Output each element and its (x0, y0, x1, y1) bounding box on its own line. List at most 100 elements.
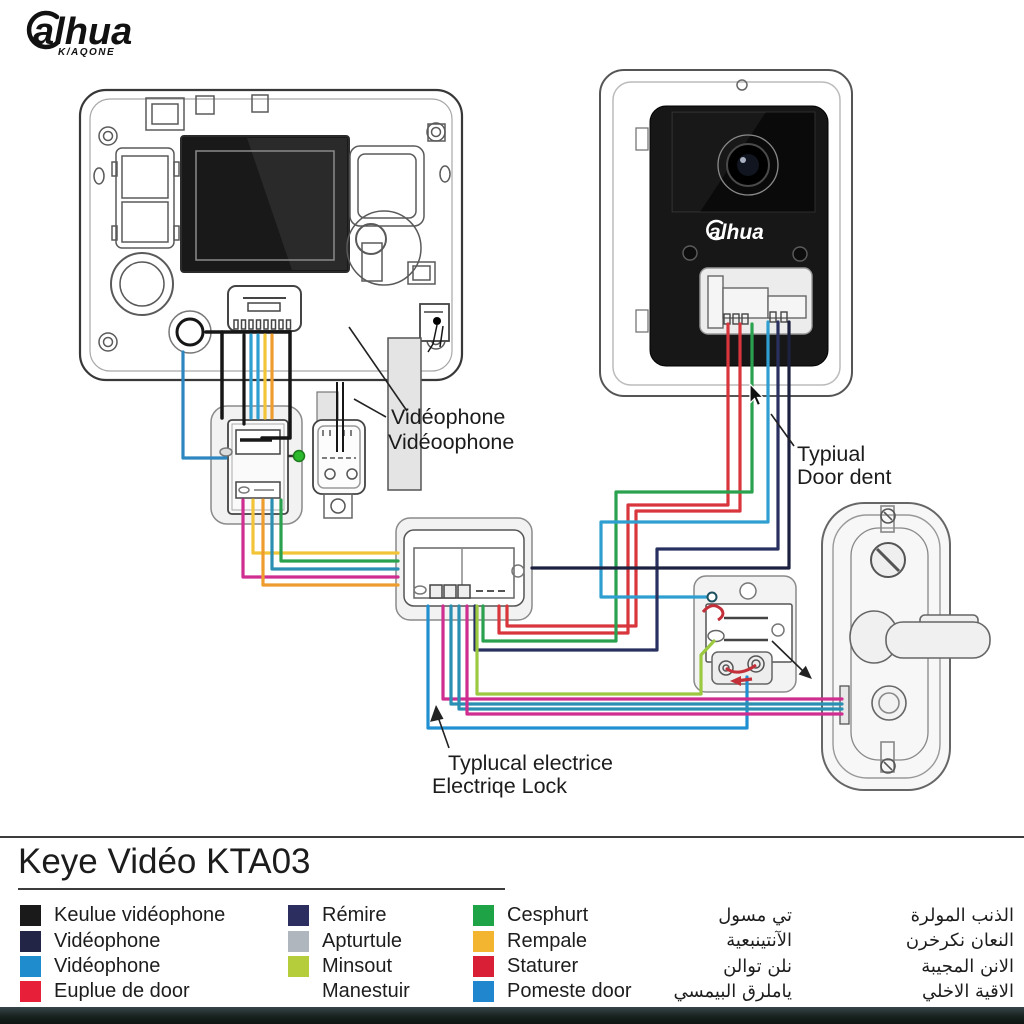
wire-magenta-lock-1 (441, 604, 844, 701)
wire-magenta-lock-2 (465, 604, 844, 716)
legend-swatch (288, 981, 309, 1002)
legend-swatch (20, 930, 41, 952)
red-loop (725, 663, 757, 674)
legend-item: Vidéophone (20, 954, 225, 979)
legend-swatch (288, 905, 309, 927)
monitor-device (78, 88, 464, 382)
label-door-1: Typiual (797, 442, 865, 466)
legend-label: Vidéophone (54, 929, 161, 952)
label-door-2: Door dent (797, 465, 891, 489)
legend-label: Pomeste door (507, 980, 632, 1003)
legend-item: Apturtule (288, 928, 410, 953)
legend-item: Cesphurt (473, 903, 632, 928)
mount-hole (511, 564, 525, 578)
bottom-bar (0, 1007, 1024, 1024)
page-title: Keye Vidéo KTA03 (18, 842, 311, 881)
wire-teal-lock-2 (457, 604, 844, 711)
door-station: alhua (599, 69, 853, 397)
mount-hole (736, 79, 748, 91)
legend-swatch (20, 955, 41, 977)
label-lock-2: Electriqe Lock (432, 774, 567, 798)
legend-item: Manestuir (288, 979, 410, 1004)
wiring (181, 320, 844, 730)
rightbox-arrowhead-icon (798, 665, 812, 679)
door-lock (821, 502, 991, 791)
junction-box-right (693, 575, 797, 693)
diagram-canvas: alhua K/AQONE (26, 10, 991, 798)
legend-label: Keulue vidéophone (54, 904, 226, 927)
legend-swatch (20, 981, 41, 1003)
legend-label-ar: تي مسول (718, 905, 792, 926)
legend-swatch (473, 930, 494, 952)
annotations (348, 326, 812, 749)
wire-magenta-run (241, 498, 400, 579)
wire-lightgreen-loop (475, 604, 716, 696)
legend-label-ar: النعان نكرخرن (905, 930, 1014, 952)
wire-monitor-black-right (260, 330, 292, 440)
wire-green-run (279, 498, 400, 563)
legend-swatch (288, 930, 309, 952)
green-screw-icon (292, 449, 306, 463)
legend-swatch (288, 955, 309, 977)
legend-label: Rémire (322, 904, 387, 927)
wire-door-navy (473, 320, 780, 652)
legend-label-ar: الذنب المولرة (910, 905, 1014, 926)
knob-icon (871, 685, 907, 721)
legend-label: Vidéophone (54, 954, 161, 977)
legend-column-arabic-1: تي مسول الآنتينبعية نلن توالن ياملرق الب… (673, 903, 792, 1005)
legend-label-ar: ياملرق البيمسي (673, 981, 792, 1003)
legend-item: Rempale (473, 928, 632, 953)
mouse-cursor-icon (749, 382, 765, 407)
ribbon-cable (316, 337, 422, 491)
handset-bracket (312, 382, 366, 519)
title-divider-bottom (18, 888, 505, 890)
leader-videophone-long (348, 326, 408, 412)
door-station-logo: alhua (706, 219, 764, 244)
leader-lock-arrowhead-icon (430, 705, 444, 722)
wire-door-skyblue (599, 320, 770, 599)
legend-swatch (473, 981, 494, 1003)
legend-label: Staturer (507, 954, 579, 977)
led-icon (792, 246, 808, 262)
monitor-side-connector (419, 303, 450, 353)
legend-item: Vidéophone (20, 928, 225, 953)
legend-column-1: Keulue vidéophone Vidéophone Vidéophone … (20, 903, 225, 1005)
terminal-hooks (701, 591, 757, 686)
label-videophone-2: Vidéoophone (388, 430, 514, 454)
logo-text: alhua (33, 11, 132, 53)
legend-label-ar: الآنتينبعية (726, 930, 792, 952)
legend-swatch (20, 905, 41, 927)
title-divider-top (0, 836, 1024, 838)
logo-arc-icon (26, 10, 60, 50)
wire-teal-run (270, 498, 400, 571)
legend-label: Manestuir (322, 980, 410, 1003)
legend-item: Pomeste door (473, 979, 632, 1004)
rightbox-arrow (771, 640, 805, 673)
legend-label: Rempale (507, 929, 588, 952)
legend-column-2: Rémire Apturtule Minsout Manestuir (288, 903, 410, 1005)
brand-logo: alhua K/AQONE (26, 10, 132, 58)
door-handle (849, 610, 991, 664)
monitor-terminal-block (227, 285, 302, 332)
led-icon (682, 245, 698, 261)
label-lock-1: Typlucal electrice (448, 751, 613, 775)
legend-label-ar: الانن المجيبة (921, 955, 1014, 977)
legend-item: Keulue vidéophone (20, 903, 225, 928)
annotation-texts: Vidéophone Vidéoophone Typiual Door dent… (388, 405, 891, 798)
legend-swatch (473, 905, 494, 927)
legend-item: Euplue de door (20, 979, 225, 1004)
mount-hole (739, 582, 757, 600)
leader-door (770, 413, 795, 447)
legend-column-3: Cesphurt Rempale Staturer Pomeste door (473, 903, 632, 1005)
legend-label: Euplue de door (54, 980, 190, 1003)
legend-item: Rémire (288, 903, 410, 928)
legend-label-ar: نلن توالن (723, 955, 792, 977)
junction-box-center (395, 517, 533, 621)
door-terminal-recess (699, 267, 813, 335)
legend-column-arabic-2: الذنب المولرة النعان نكرخرن الانن المجيب… (906, 903, 1014, 1005)
legend-label-ar: الاقية الاخلي (921, 981, 1014, 1003)
logo-tagline: K/AQONE (58, 47, 115, 58)
label-videophone-1: Vidéophone (391, 405, 505, 429)
legend-item: Staturer (473, 954, 632, 979)
